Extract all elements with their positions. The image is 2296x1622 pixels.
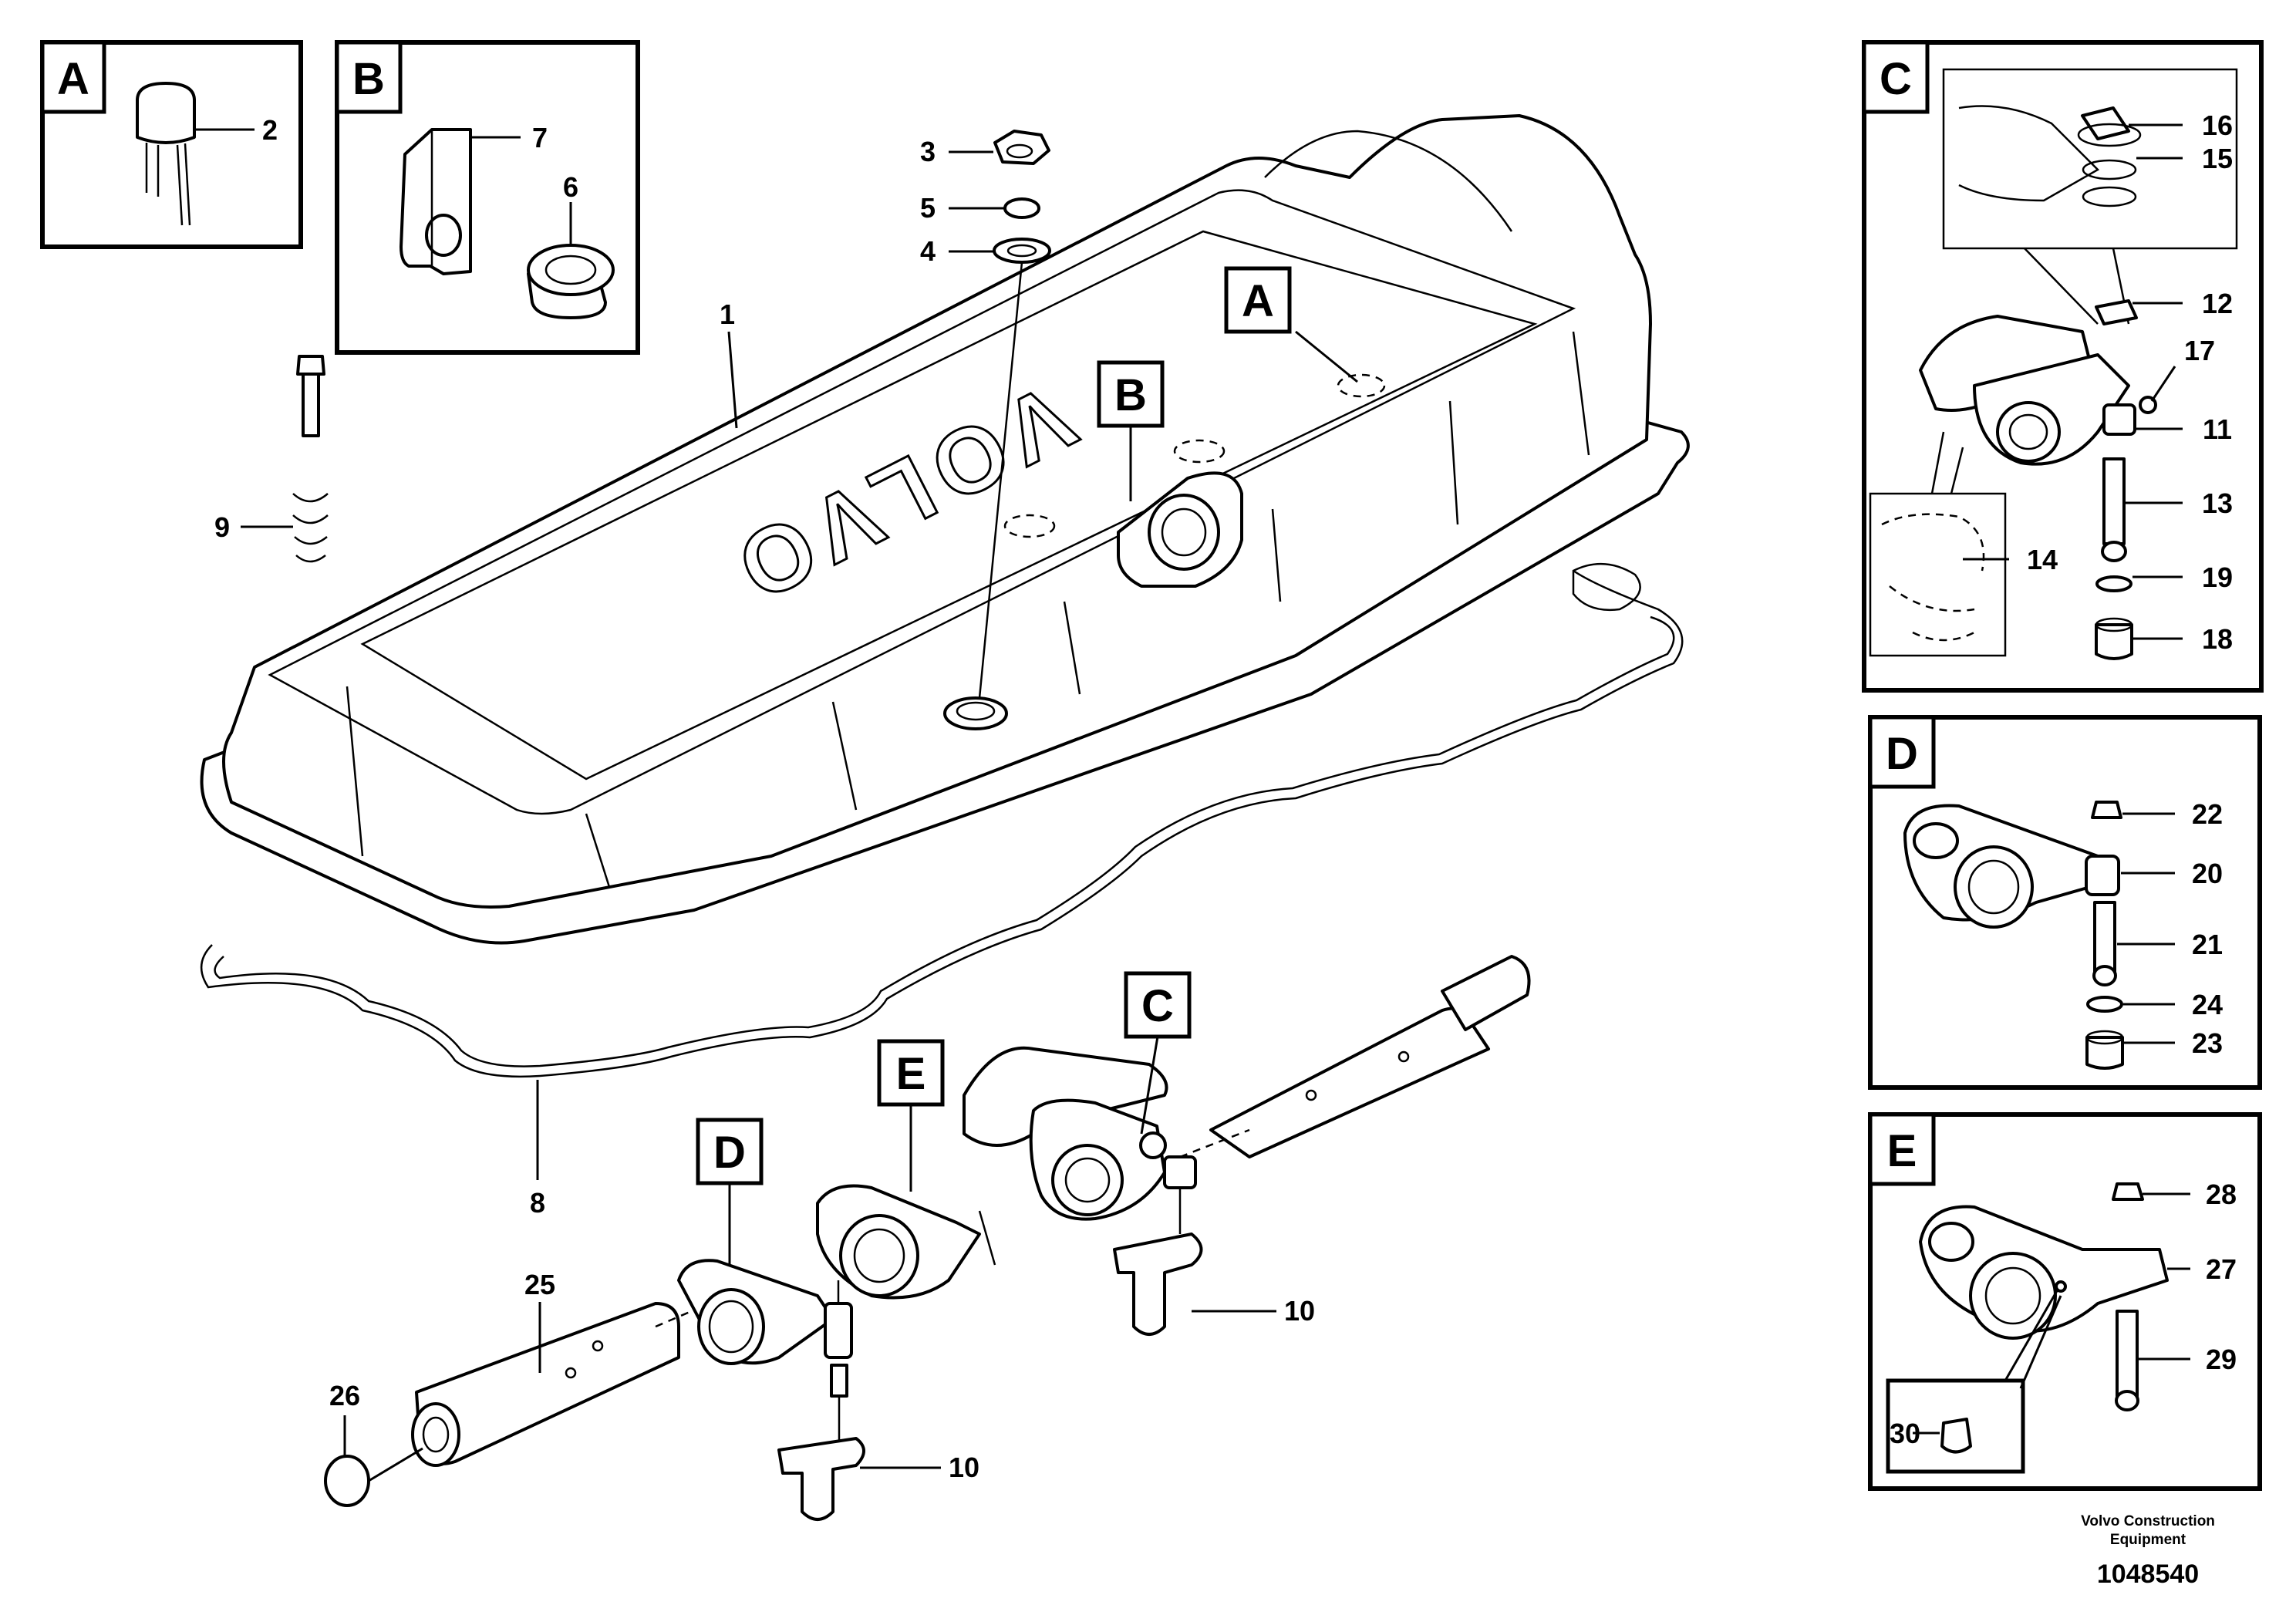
callout-8: 8 bbox=[530, 1187, 545, 1219]
inset-e: E 28 27 29 30 bbox=[1868, 1112, 2262, 1491]
valve-cover: VOLVO bbox=[200, 114, 1690, 945]
callout-7: 7 bbox=[532, 122, 548, 153]
callout-10b: 10 bbox=[949, 1452, 979, 1483]
callout-1: 1 bbox=[720, 298, 735, 330]
callout-21: 21 bbox=[2192, 929, 2223, 960]
filler-cap-stack bbox=[978, 130, 1051, 699]
callout-25: 25 bbox=[524, 1269, 555, 1300]
callout-17: 17 bbox=[2184, 335, 2215, 366]
shaft-plug bbox=[324, 1455, 370, 1507]
adjuster-rear bbox=[1163, 1155, 1197, 1234]
callout-10a: 10 bbox=[1284, 1295, 1315, 1327]
inset-d-tag: D bbox=[1886, 729, 1918, 779]
callout-6: 6 bbox=[563, 171, 578, 203]
inset-b-tag: B bbox=[352, 54, 385, 104]
callout-29: 29 bbox=[2206, 1344, 2237, 1375]
callout-14: 14 bbox=[2027, 544, 2058, 575]
leader-26-b bbox=[368, 1447, 423, 1482]
callout-12: 12 bbox=[2202, 288, 2233, 319]
valve-bridge-front bbox=[777, 1437, 865, 1521]
drawing-footer: Volvo Construction Equipment 1048540 bbox=[2081, 1513, 2215, 1589]
valve-bridge-rear bbox=[1113, 1233, 1203, 1336]
main-b-tagbox bbox=[1097, 360, 1165, 428]
callout-16: 16 bbox=[2202, 110, 2233, 141]
inset-a: A 2 bbox=[40, 40, 303, 249]
main-b-tag: B bbox=[1114, 370, 1147, 420]
inset-c-tag: C bbox=[1880, 54, 1912, 104]
rocker-arm-c bbox=[963, 1046, 1168, 1221]
callout-19: 19 bbox=[2202, 561, 2233, 593]
rocker-shaft-front bbox=[411, 1302, 710, 1467]
main-a-tagbox bbox=[1224, 266, 1292, 334]
leader-17 bbox=[2150, 366, 2176, 402]
callout-5: 5 bbox=[920, 192, 936, 224]
callout-23: 23 bbox=[2192, 1027, 2223, 1059]
callout-11: 11 bbox=[2203, 413, 2232, 445]
inset-b: B 7 6 bbox=[335, 40, 640, 355]
inset-d: D 22 20 21 24 23 bbox=[1868, 715, 2262, 1090]
rocker-shaft-rear bbox=[1179, 955, 1531, 1158]
main-c-tagbox bbox=[1124, 971, 1192, 1039]
callout-15: 15 bbox=[2202, 143, 2233, 174]
drawing-number: 1048540 bbox=[2097, 1560, 2199, 1589]
main-c-tag: C bbox=[1141, 981, 1174, 1031]
callout-22: 22 bbox=[2192, 798, 2223, 830]
inset-a-tag: A bbox=[57, 54, 89, 104]
callout-24: 24 bbox=[2192, 989, 2223, 1020]
callout-26: 26 bbox=[329, 1380, 360, 1411]
main-d-tag: D bbox=[713, 1128, 746, 1178]
adjuster-front bbox=[830, 1364, 848, 1442]
company-line-2: Equipment bbox=[2110, 1532, 2186, 1548]
main-a-tag: A bbox=[1242, 276, 1274, 326]
inset-e-tag: E bbox=[1887, 1126, 1917, 1176]
company-line-1: Volvo Construction bbox=[2081, 1513, 2215, 1529]
inset-c: C 16 15 12 17 11 bbox=[1862, 40, 2264, 693]
callout-13: 13 bbox=[2202, 487, 2233, 519]
cover-bolt-part bbox=[292, 355, 329, 563]
callout-3: 3 bbox=[920, 136, 936, 167]
bushing-part bbox=[527, 244, 615, 319]
leader-1 bbox=[727, 331, 738, 429]
breather-outlet bbox=[1117, 471, 1243, 588]
main-e-tag: E bbox=[896, 1049, 926, 1099]
rocker-arm-d bbox=[677, 1259, 853, 1365]
callout-9: 9 bbox=[214, 511, 230, 543]
valve-cover-gasket bbox=[200, 562, 1684, 1078]
callout-27: 27 bbox=[2206, 1253, 2237, 1285]
callout-18: 18 bbox=[2202, 623, 2233, 655]
callout-2: 2 bbox=[262, 114, 278, 146]
rocker-arm-e bbox=[816, 1184, 996, 1300]
bracket-part bbox=[400, 128, 472, 275]
callout-28: 28 bbox=[2206, 1179, 2237, 1210]
callout-4: 4 bbox=[920, 235, 936, 267]
callout-20: 20 bbox=[2192, 858, 2223, 889]
oil-cap-part bbox=[136, 82, 196, 226]
callout-30: 30 bbox=[1890, 1418, 1920, 1449]
